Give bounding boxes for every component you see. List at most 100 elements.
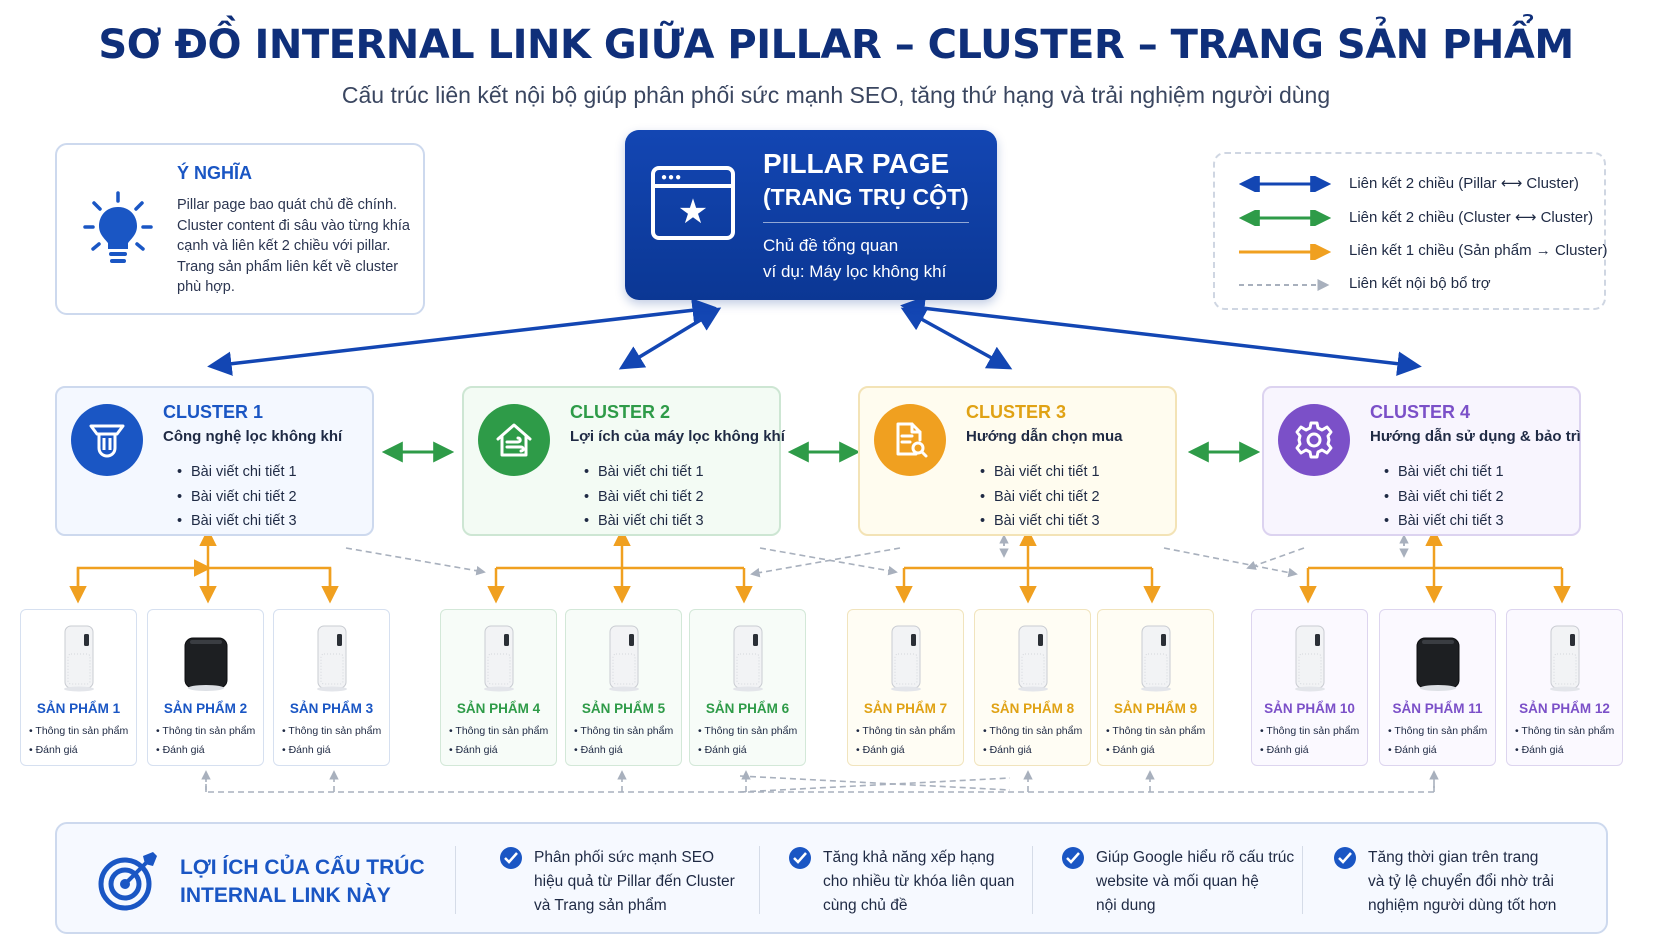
air-purifier-icon	[1550, 625, 1580, 692]
air-purifier-icon	[1141, 625, 1171, 692]
legend-item-product-cluster: Liên kết 1 chiều (Sản phẩm → Cluster)	[1237, 240, 1607, 264]
benefits-title: LỢI ÍCH CỦA CẤU TRÚC INTERNAL LINK NÀY	[180, 854, 425, 910]
cluster-subtitle: Hướng dẫn chọn mua	[966, 428, 1123, 445]
product-card-8[interactable]: SẢN PHẨM 8 • Thông tin sản phẩm • Đánh giá	[974, 609, 1091, 766]
divider	[759, 846, 760, 914]
air-purifier-icon	[484, 625, 514, 692]
list-item[interactable]: Bài viết chi tiết 3	[980, 509, 1100, 534]
dashed-arrow-gray-icon	[1239, 279, 1330, 291]
product-info-label: • Thông tin sản phẩm	[282, 725, 382, 737]
pillar-page-card: ●●● ★ PILLAR PAGE (TRANG TRỤ CỘT) Chủ đề…	[625, 130, 997, 300]
lightbulb-icon	[83, 191, 153, 263]
air-purifier-icon	[64, 625, 94, 692]
cluster-title: CLUSTER 1	[163, 402, 264, 422]
page-title: SƠ ĐỒ INTERNAL LINK GIỮA PILLAR – CLUSTE…	[98, 22, 1574, 68]
meaning-text: Pillar page bao quát chủ đề chính. Clust…	[177, 197, 410, 295]
product-review-label: • Đánh giá	[1388, 744, 1437, 756]
pillar-cluster-links	[207, 296, 1422, 376]
product-name: SẢN PHẨM 5	[581, 701, 666, 716]
divider	[1302, 846, 1303, 914]
air-purifier-icon	[891, 625, 921, 692]
divider	[455, 846, 456, 914]
check-icon	[1062, 847, 1084, 869]
product-card-3[interactable]: SẢN PHẨM 3• Thông tin sản phẩm• Đánh giá	[273, 609, 390, 766]
product-card-9[interactable]: SẢN PHẨM 9• Thông tin sản phẩm• Đánh giá	[1097, 609, 1214, 766]
product-info-label: • Thông tin sản phẩm	[574, 725, 674, 737]
cluster-subtitle: Hướng dẫn sử dụng & bảo trì	[1370, 428, 1581, 445]
benefit-text: Tăng thời gian trên trang và tỷ lệ chuyể…	[1368, 849, 1557, 914]
air-purifier-icon	[733, 625, 763, 692]
product-info-label: • Thông tin sản phẩm	[983, 725, 1083, 737]
product-review-label: • Đánh giá	[856, 744, 905, 756]
product-info-label: • Thông tin sản phẩm	[1388, 725, 1488, 737]
filter-icon	[71, 404, 143, 476]
list-item[interactable]: Bài viết chi tiết 1	[980, 460, 1100, 485]
link-pillar-cluster-2	[618, 307, 722, 370]
product-name: SẢN PHẨM 8	[990, 701, 1075, 716]
cluster-subtitle: Công nghệ lọc không khí	[163, 428, 343, 445]
benefit-text: Phân phối sức mạnh SEO hiệu quả từ Pilla…	[534, 849, 735, 914]
product-info-label: • Thông tin sản phẩm	[698, 725, 798, 737]
product-card-6[interactable]: SẢN PHẨM 6• Thông tin sản phẩm• Đánh giá	[689, 609, 806, 766]
product-review-label: • Đánh giá	[698, 744, 747, 756]
list-item[interactable]: Bài viết chi tiết 3	[1384, 509, 1504, 534]
page-subtitle: Cấu trúc liên kết nội bộ giúp phân phối …	[341, 82, 1331, 108]
cluster-title: CLUSTER 4	[1370, 402, 1471, 422]
cluster-card-2: CLUSTER 2 Lợi ích của máy lọc không khí …	[462, 386, 785, 536]
double-arrow-blue-icon	[1238, 176, 1332, 192]
legend-item-supporting: Liên kết nội bộ bổ trợ	[1237, 273, 1597, 297]
product-card-5[interactable]: SẢN PHẨM 5 • Thông tin sản phẩm • Đánh giá	[565, 609, 682, 766]
product-cluster-links	[69, 528, 1571, 604]
product-name: SẢN PHẨM 7	[863, 701, 948, 716]
cluster-article-list: Bài viết chi tiết 1 Bài viết chi tiết 2 …	[1384, 460, 1504, 534]
legend-label: Liên kết nội bộ bổ trợ	[1349, 275, 1491, 292]
house-air-icon	[478, 404, 550, 476]
product-review-label: • Đánh giá	[1515, 744, 1564, 756]
meaning-box: Ý NGHĨA Pillar page bao quát chủ đề chín…	[55, 143, 425, 315]
product-info-label: • Thông tin sản phẩm	[1260, 725, 1360, 737]
product-card-11[interactable]: SẢN PHẨM 11• Thông tin sản phẩm• Đánh gi…	[1379, 609, 1496, 766]
list-item[interactable]: Bài viết chi tiết 2	[980, 485, 1100, 510]
product-card-10[interactable]: SẢN PHẨM 10 • Thông tin sản phẩm • Đánh gi…	[1251, 609, 1368, 766]
benefits-title-line-2: INTERNAL LINK NÀY	[180, 884, 391, 907]
divider	[1032, 846, 1033, 914]
supporting-links	[201, 534, 1439, 793]
pillar-subtitle: (TRANG TRỤ CỘT)	[763, 184, 969, 210]
air-purifier-icon	[1295, 625, 1325, 692]
product-review-label: • Đánh giá	[983, 744, 1032, 756]
link-pillar-cluster-3	[900, 307, 1013, 370]
list-item[interactable]: Bài viết chi tiết 2	[584, 485, 704, 510]
benefits-box: LỢI ÍCH CỦA CẤU TRÚC INTERNAL LINK NÀY Ph…	[55, 822, 1608, 934]
product-name: SẢN PHẨM 10	[1264, 701, 1355, 716]
product-review-label: • Đánh giá	[1260, 744, 1309, 756]
list-item[interactable]: Bài viết chi tiết 1	[584, 460, 704, 485]
list-item[interactable]: Bài viết chi tiết 3	[584, 509, 704, 534]
product-card-4[interactable]: SẢN PHẨM 4• Thông tin sản phẩm• Đánh giá	[440, 609, 557, 766]
double-arrow-green-icon	[1238, 210, 1332, 226]
cluster-article-list: Bài viết chi tiết 1 Bài viết chi tiết 2 …	[980, 460, 1100, 534]
product-name: SẢN PHẨM 1	[36, 701, 121, 716]
list-item[interactable]: Bài viết chi tiết 2	[177, 485, 297, 510]
product-card-7[interactable]: SẢN PHẨM 7 • Thông tin sản phẩm • Đánh giá	[847, 609, 964, 766]
list-item[interactable]: Bài viết chi tiết 1	[1384, 460, 1504, 485]
target-icon	[98, 852, 157, 911]
product-review-label: • Đánh giá	[282, 744, 331, 756]
list-item[interactable]: Bài viết chi tiết 3	[177, 509, 297, 534]
check-icon	[500, 847, 522, 869]
list-item[interactable]: Bài viết chi tiết 2	[1384, 485, 1504, 510]
pillar-title: PILLAR PAGE	[763, 148, 950, 179]
product-card-12[interactable]: SẢN PHẨM 12• Thông tin sản phẩm• Đánh gi…	[1506, 609, 1623, 766]
product-info-label: • Thông tin sản phẩm	[1106, 725, 1206, 737]
product-card-1[interactable]: SẢN PHẨM 1• Thông tin sản phẩm• Đánh giá	[20, 609, 137, 766]
product-info-label: • Thông tin sản phẩm	[1515, 725, 1615, 737]
cluster-subtitle: Lợi ích của máy lọc không khí	[570, 428, 785, 445]
list-item[interactable]: Bài viết chi tiết 1	[177, 460, 297, 485]
pillar-divider	[763, 222, 969, 223]
cluster-card-3: CLUSTER 3 Hướng dẫn chọn mua Bài viết ch…	[858, 386, 1177, 536]
benefits-title-line-1: LỢI ÍCH CỦA CẤU TRÚC	[180, 856, 425, 879]
product-info-label: • Thông tin sản phẩm	[856, 725, 956, 737]
pillar-desc-example: ví dụ: Máy lọc không khí	[763, 262, 947, 281]
product-review-label: • Đánh giá	[574, 744, 623, 756]
product-card-2[interactable]: SẢN PHẨM 2• Thông tin sản phẩm• Đánh giá	[147, 609, 264, 766]
link-pillar-cluster-4	[900, 296, 1422, 376]
